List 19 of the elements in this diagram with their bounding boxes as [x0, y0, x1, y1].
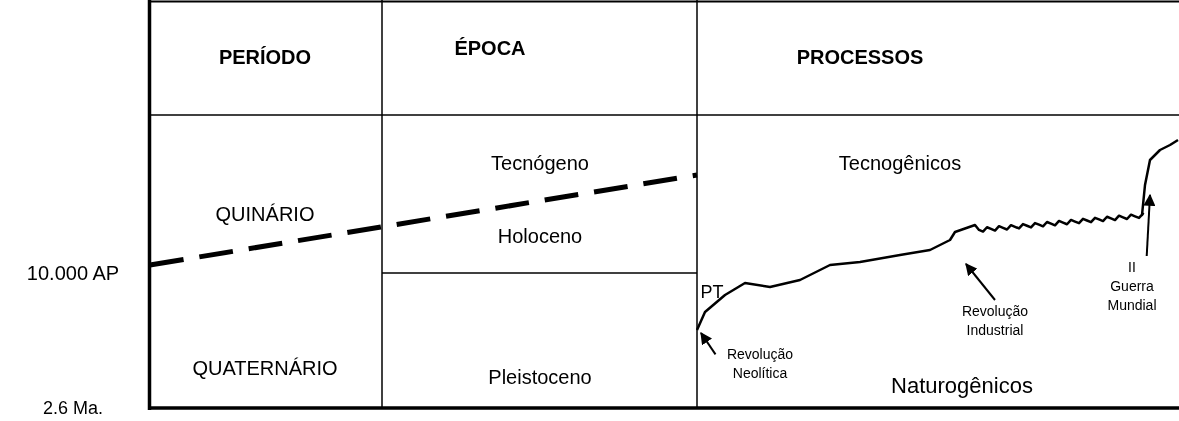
epoch-label: Pleistoceno	[488, 365, 592, 389]
leader-arrow	[1143, 193, 1156, 257]
time-marker: 10.000 AP	[26, 261, 120, 285]
column-header: PERÍODO	[218, 45, 312, 69]
period-label: QUATERNÁRIO	[192, 356, 338, 380]
epoch-label: Tecnógeno	[491, 151, 589, 175]
annotation-text: Revolução Industrial	[952, 302, 1038, 340]
period-label: QUINÁRIO	[215, 202, 315, 226]
annotation-text: II Guerra Mundial	[1107, 258, 1157, 315]
annotation-text: Revolução Neolítica	[717, 345, 803, 383]
leader-arrow	[700, 332, 717, 356]
column-header: ÉPOCA	[454, 36, 526, 60]
column-header: PROCESSOS	[796, 45, 924, 69]
epoch-label: Holoceno	[497, 224, 583, 248]
time-marker: 2.6 Ma.	[43, 397, 103, 419]
process-label: Tecnogênicos	[838, 151, 962, 175]
process-label: Naturogênicos	[891, 373, 1033, 399]
curve-label: PT	[700, 281, 724, 303]
leader-arrow	[965, 263, 996, 301]
